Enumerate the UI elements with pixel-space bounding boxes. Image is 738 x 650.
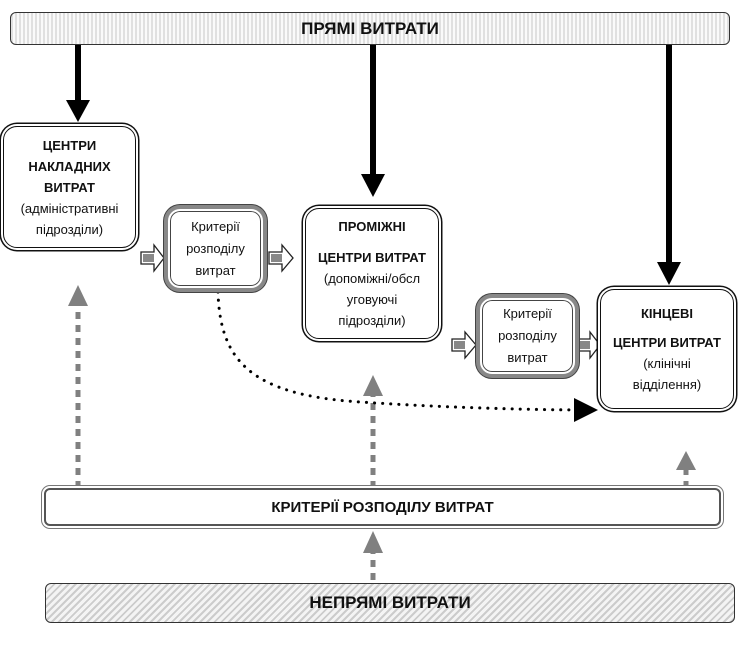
allocation-criteria-box-1: Критерії розподілу витрат xyxy=(168,209,263,288)
overhead-subtitle-line: (адміністративні xyxy=(20,200,119,216)
criteria-line: Критерії xyxy=(503,306,552,321)
direct-arrow-final xyxy=(657,45,681,285)
direct-costs-bar: ПРЯМІ ВИТРАТИ xyxy=(10,12,730,45)
direct-arrow-overhead xyxy=(66,45,90,122)
overhead-subtitle-line: підрозділи) xyxy=(35,221,104,237)
indirect-arrow-final xyxy=(676,451,696,488)
allocation-criteria-bar: КРИТЕРІЇ РОЗПОДІЛУ ВИТРАТ xyxy=(44,488,721,526)
indirect-costs-bar: НЕПРЯМІ ВИТРАТИ xyxy=(45,583,735,623)
flow-arrow-4 xyxy=(577,330,601,360)
intermediate-title: ПРОМІЖНІ xyxy=(338,219,406,234)
flow-arrow-2 xyxy=(268,243,294,273)
final-subtitle-line: відділення) xyxy=(632,377,702,392)
intermediate-subtitle-line: (допоміжні/обсл xyxy=(323,271,421,286)
allocation-criteria-box-2: Критерії розподілу витрат xyxy=(480,298,575,374)
final-subtitle-line: (клінічні xyxy=(643,356,691,371)
final-subtitle-bold: ЦЕНТРИ ВИТРАТ xyxy=(612,335,721,350)
flow-arrow-3 xyxy=(451,330,477,360)
criteria-line: витрат xyxy=(507,350,548,365)
intermediate-subtitle-line: підрозділи) xyxy=(338,313,406,328)
overhead-title-line: ВИТРАТ xyxy=(44,179,95,195)
overhead-title-line: ЦЕНТРИ xyxy=(42,137,97,153)
flow-arrow-1 xyxy=(140,243,165,273)
criteria-line: розподілу xyxy=(186,240,245,256)
criteria-line: витрат xyxy=(195,262,236,278)
criteria-line: розподілу xyxy=(498,328,557,343)
final-cost-centers-box: КІНЦЕВІ ЦЕНТРИ ВИТРАТ (клінічні відділен… xyxy=(600,289,734,409)
allocation-criteria-label: КРИТЕРІЇ РОЗПОДІЛУ ВИТРАТ xyxy=(271,498,494,516)
indirect-costs-label: НЕПРЯМІ ВИТРАТИ xyxy=(309,593,471,612)
direct-costs-label: ПРЯМІ ВИТРАТИ xyxy=(301,18,439,38)
intermediate-cost-centers-box: ПРОМІЖНІ ЦЕНТРИ ВИТРАТ (допоміжні/обсл у… xyxy=(305,208,439,339)
intermediate-subtitle-bold: ЦЕНТРИ ВИТРАТ xyxy=(317,250,426,265)
overhead-title-line: НАКЛАДНИХ xyxy=(28,158,111,174)
dotted-allocation-arrow xyxy=(216,290,598,422)
indirect-arrow-overhead xyxy=(68,285,88,488)
direct-arrow-intermediate xyxy=(361,45,385,197)
indirect-arrow-criteria xyxy=(363,531,383,580)
final-title: КІНЦЕВІ xyxy=(640,306,694,321)
overhead-cost-centers-box: ЦЕНТРИ НАКЛАДНИХ ВИТРАТ (адміністративні… xyxy=(3,126,136,248)
intermediate-subtitle-line: уговуючі xyxy=(346,292,398,307)
indirect-arrow-intermediate xyxy=(363,375,383,488)
criteria-line: Критерії xyxy=(191,218,240,234)
